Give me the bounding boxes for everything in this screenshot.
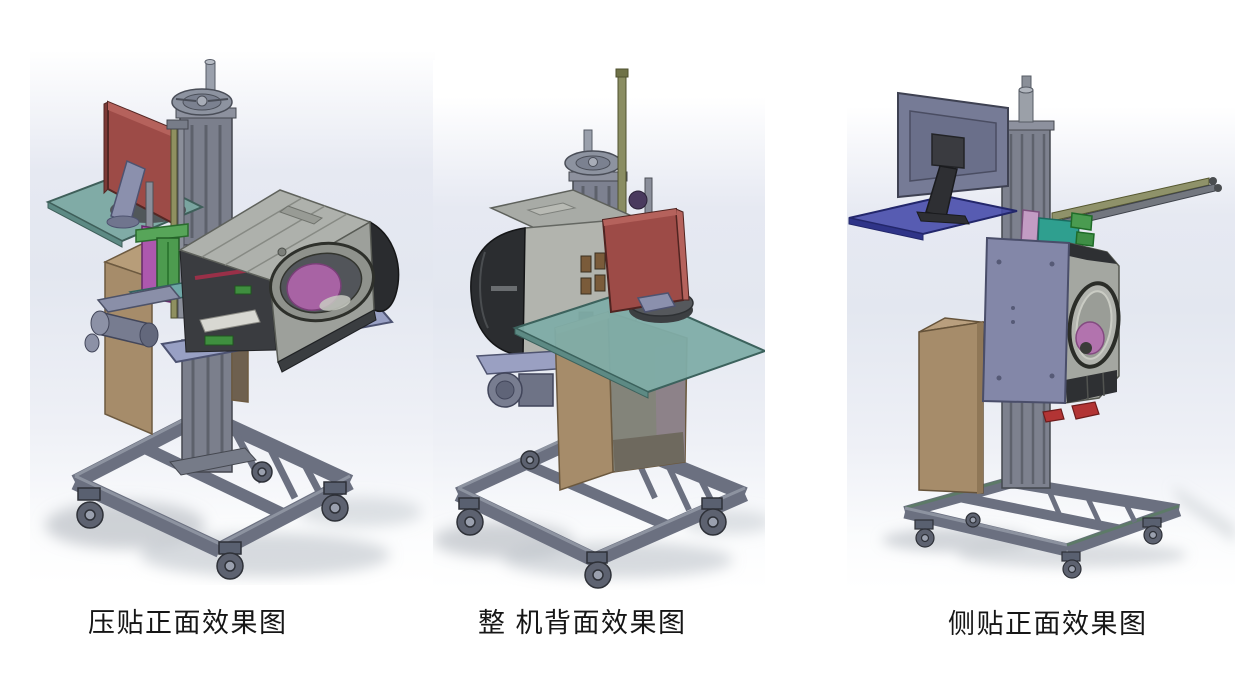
caster-wheels <box>456 450 727 589</box>
lead-screw <box>166 119 189 319</box>
handwheel <box>564 129 622 176</box>
clamp-red <box>1042 401 1100 423</box>
monitor-stand <box>106 159 146 229</box>
monitor-slate-back <box>897 91 1009 225</box>
printer-unit-side <box>981 236 1121 423</box>
render-figure-back <box>433 60 765 590</box>
caster-wheels <box>76 461 349 580</box>
roller-assembly <box>84 285 182 353</box>
lift-column-lower <box>169 339 257 476</box>
render-figure-side <box>847 70 1235 590</box>
label-roll-window <box>269 241 375 323</box>
caption-side-view: 侧贴正面效果图 <box>948 609 1148 639</box>
machine-illustration-front <box>45 59 422 580</box>
panel-screws <box>996 259 1055 381</box>
handwheel <box>171 59 233 116</box>
caster-wheels <box>914 512 1163 579</box>
printer-unit <box>160 189 400 373</box>
machine-illustration-back <box>433 68 765 589</box>
worktable-teal <box>512 289 765 399</box>
monitor-red <box>601 207 690 314</box>
render-figure-front <box>30 10 435 585</box>
machine-illustration-side <box>848 75 1235 579</box>
label-roll-side-window <box>1067 281 1121 369</box>
drive-motor <box>487 372 554 408</box>
supply-box <box>918 317 1008 494</box>
caption-front-view: 压贴正面效果图 <box>88 608 288 638</box>
caption-back-view: 整 机背面效果图 <box>478 608 687 638</box>
